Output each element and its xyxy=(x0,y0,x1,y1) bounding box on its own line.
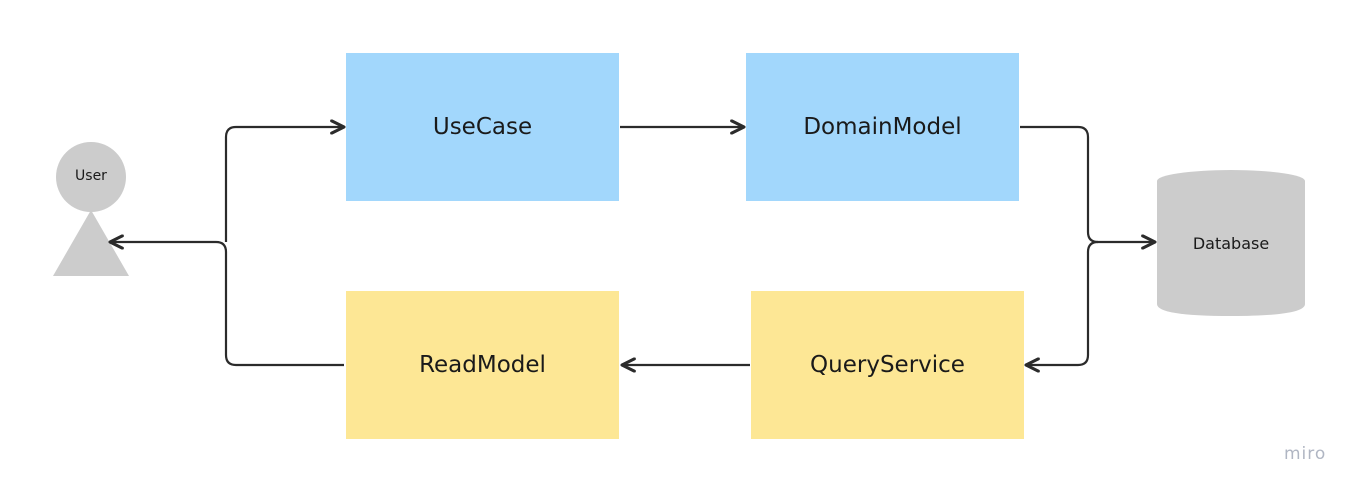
usecase-box[interactable]: UseCase xyxy=(346,53,619,201)
user-body xyxy=(53,210,129,276)
user-figure xyxy=(53,142,129,276)
usecase-label: UseCase xyxy=(432,114,533,140)
edge-user-usecase xyxy=(224,119,346,242)
user-head xyxy=(56,142,126,212)
database-cylinder xyxy=(1157,170,1305,316)
readmodel-box[interactable]: ReadModel xyxy=(346,291,619,439)
user-label: User xyxy=(75,168,107,184)
edge-database-queryservice xyxy=(1024,240,1099,373)
domainmodel-label: DomainModel xyxy=(803,114,962,140)
database-label: Database xyxy=(1192,234,1270,253)
miro-watermark: miro xyxy=(1284,444,1327,464)
queryservice-label: QueryService xyxy=(810,352,965,378)
queryservice-box[interactable]: QueryService xyxy=(751,291,1024,439)
edge-readmodel-user xyxy=(108,234,344,367)
readmodel-label: ReadModel xyxy=(419,352,546,378)
domainmodel-box[interactable]: DomainModel xyxy=(746,53,1019,201)
edge-domainmodel-database xyxy=(1020,125,1157,250)
